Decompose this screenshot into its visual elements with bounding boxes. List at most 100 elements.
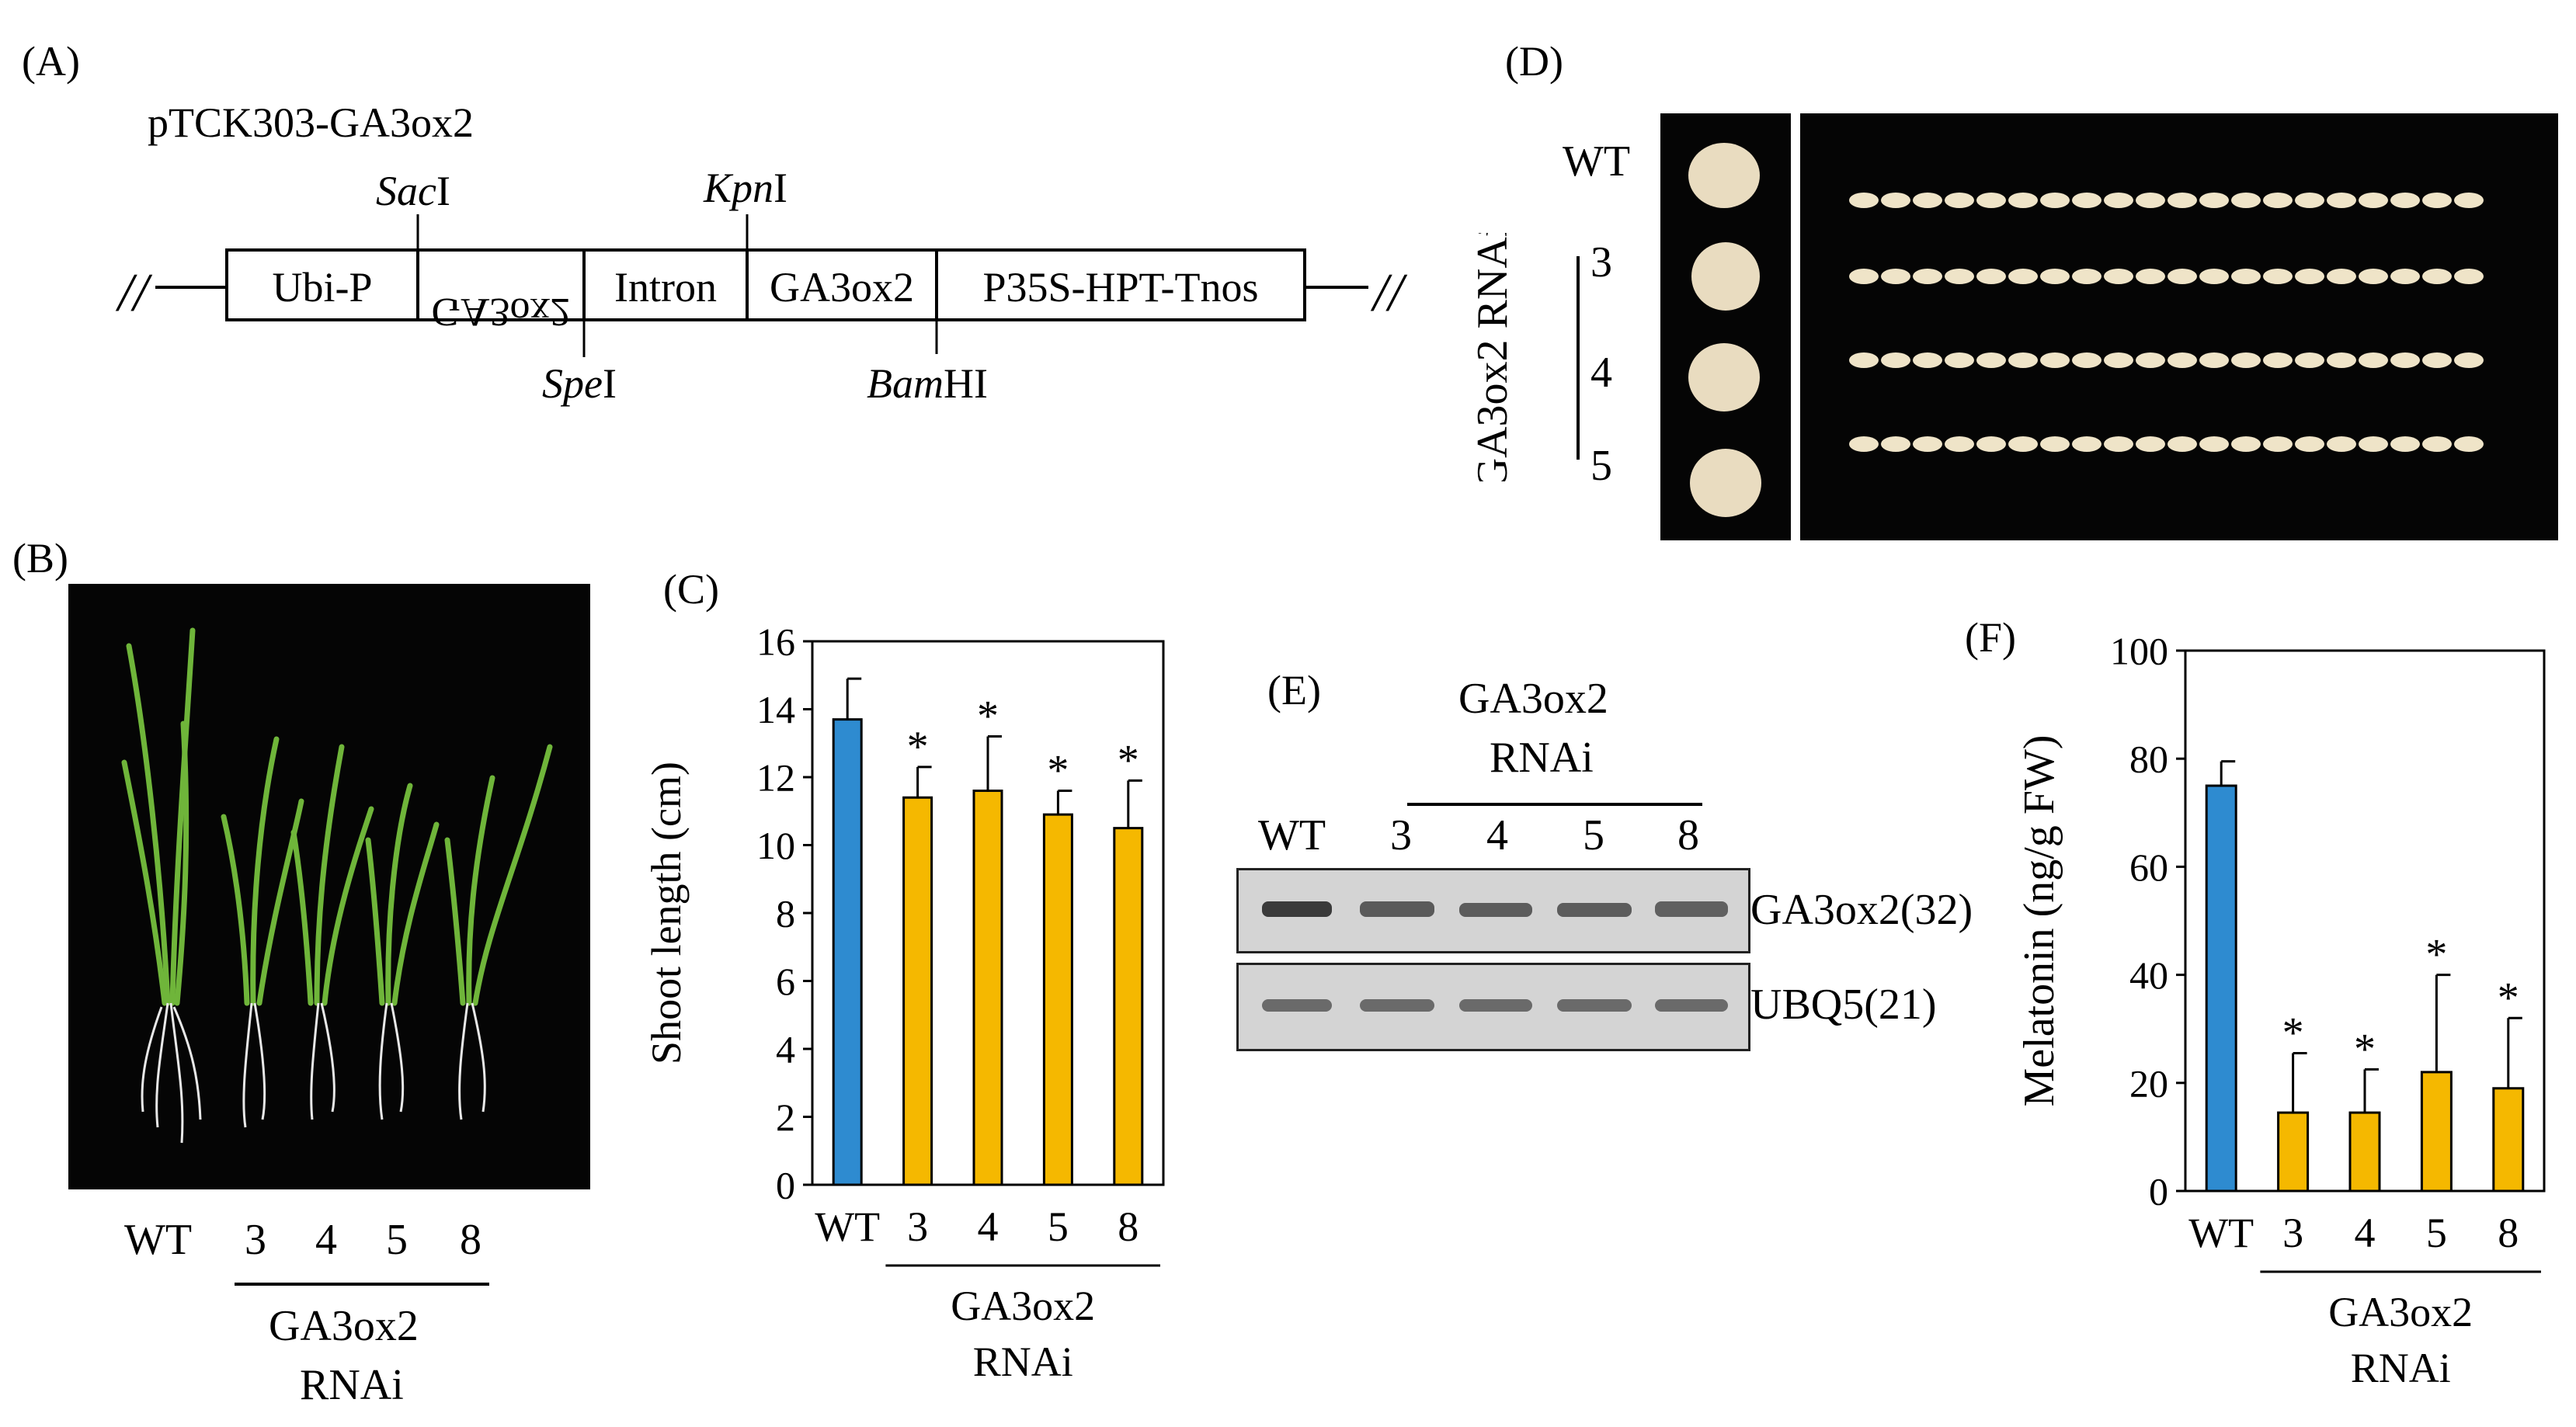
- segment-ubi-p: Ubi-P: [272, 264, 372, 311]
- seed: [1849, 352, 1879, 368]
- seed: [2104, 436, 2133, 452]
- panel-label-e: (E): [1267, 667, 1321, 714]
- y-axis-label: Shoot length (cm): [643, 762, 690, 1064]
- seed: [2231, 269, 2261, 284]
- b-group-label-2: RNAi: [300, 1361, 404, 1409]
- site-kpni: KpnI: [703, 165, 787, 211]
- gel-band: [1655, 999, 1728, 1012]
- construct-map: pTCK303-GA3ox2 // // Ubi-P GA3ox2 Intron…: [115, 99, 1407, 407]
- seed: [2231, 436, 2261, 452]
- seed: [2008, 193, 2038, 208]
- seed: [2422, 352, 2452, 368]
- seed: [2104, 193, 2133, 208]
- category-label: WT: [2188, 1210, 2254, 1256]
- seed: [2263, 352, 2293, 368]
- gel-ubq5: [1236, 963, 1750, 1051]
- b-group-label-1: GA3ox2: [269, 1302, 419, 1350]
- gel-band: [1262, 999, 1332, 1012]
- seed: [2359, 269, 2388, 284]
- bar: [1042, 813, 1073, 1186]
- seed: [2072, 436, 2101, 452]
- seed: [2168, 352, 2197, 368]
- seed: [2168, 436, 2197, 452]
- seed: [2454, 269, 2484, 284]
- d-group-line: [1577, 256, 1580, 460]
- seed: [1913, 436, 1942, 452]
- e-lane-8: 8: [1677, 811, 1699, 859]
- bar: [2348, 1111, 2381, 1193]
- y-axis-label: Melatonin (ng/g FW): [2015, 734, 2063, 1106]
- b-lane-8: 8: [460, 1216, 481, 1264]
- group-label: RNAi: [2351, 1345, 2451, 1391]
- panel-label-f: (F): [1965, 614, 2016, 661]
- seed-pile-photo: [1660, 113, 1791, 540]
- bar: [972, 790, 1003, 1186]
- segment-p35s-hpt-tnos: P35S-HPT-Tnos: [982, 264, 1258, 311]
- seed: [2422, 269, 2452, 284]
- bar: [1113, 827, 1144, 1186]
- seed: [2295, 269, 2324, 284]
- seed: [1913, 269, 1942, 284]
- seed: [1976, 269, 2006, 284]
- gel-band: [1459, 903, 1532, 917]
- y-tick-label: 40: [2129, 953, 2168, 997]
- seed: [2008, 352, 2038, 368]
- seed: [2231, 193, 2261, 208]
- seed: [2136, 436, 2165, 452]
- e-lane-wt: WT: [1258, 811, 1326, 859]
- panel-label-b: (B): [12, 535, 68, 582]
- y-tick-label: 6: [776, 960, 795, 1003]
- bar: [2205, 784, 2237, 1193]
- seed: [2263, 269, 2293, 284]
- gel-band: [1360, 999, 1434, 1012]
- site-bamhi: BamHI: [867, 360, 988, 407]
- seed: [2295, 352, 2324, 368]
- seed: [2422, 193, 2452, 208]
- segment-ga3ox2: GA3ox2: [770, 264, 914, 311]
- seed: [1849, 269, 1879, 284]
- significance-marker: *: [1047, 747, 1069, 795]
- break-right: //: [1370, 263, 1407, 323]
- seed: [1945, 352, 1974, 368]
- gel-band: [1459, 999, 1532, 1012]
- b-lane-wt: WT: [124, 1216, 193, 1264]
- e-lane-5: 5: [1583, 811, 1604, 859]
- seed: [2359, 436, 2388, 452]
- panel-label-c: (C): [663, 566, 719, 613]
- seed: [2072, 269, 2101, 284]
- gel-band: [1557, 903, 1632, 917]
- seed: [2168, 269, 2197, 284]
- gel-band: [1262, 901, 1332, 917]
- significance-marker: *: [2282, 1009, 2304, 1057]
- seed: [2390, 436, 2420, 452]
- y-tick-label: 10: [756, 824, 795, 867]
- seed: [2199, 352, 2229, 368]
- d-group-label: GA3ox2 RNAi: [1469, 233, 1517, 481]
- significance-marker: *: [1118, 736, 1139, 784]
- gel-label-ga3ox2: GA3ox2(32): [1750, 886, 1973, 934]
- gel-band: [1557, 999, 1632, 1012]
- break-left: //: [115, 263, 152, 323]
- seed: [2199, 269, 2229, 284]
- gel-band: [1655, 901, 1728, 917]
- group-label: RNAi: [973, 1338, 1073, 1385]
- category-label: 5: [1048, 1203, 1069, 1250]
- seed: [1976, 436, 2006, 452]
- seed: [1881, 352, 1910, 368]
- y-tick-label: 80: [2129, 738, 2168, 781]
- construct-box: [225, 248, 1306, 321]
- seed: [2040, 193, 2070, 208]
- seed: [2072, 352, 2101, 368]
- panel-label-d: (D): [1505, 38, 1563, 85]
- seed: [2263, 436, 2293, 452]
- site-saci: SacI: [376, 168, 450, 214]
- seed-piles: [1688, 143, 1761, 517]
- chart-melatonin: 020406080100WT*3*4*5*8GA3ox2RNAiMelatoni…: [2015, 630, 2546, 1391]
- e-group-label-1: GA3ox2: [1458, 675, 1608, 723]
- category-label: 4: [978, 1203, 999, 1250]
- e-lane-3: 3: [1390, 811, 1412, 859]
- seed: [2327, 193, 2356, 208]
- d-row-3: 3: [1590, 238, 1612, 286]
- construct-name: pTCK303-GA3ox2: [148, 99, 474, 146]
